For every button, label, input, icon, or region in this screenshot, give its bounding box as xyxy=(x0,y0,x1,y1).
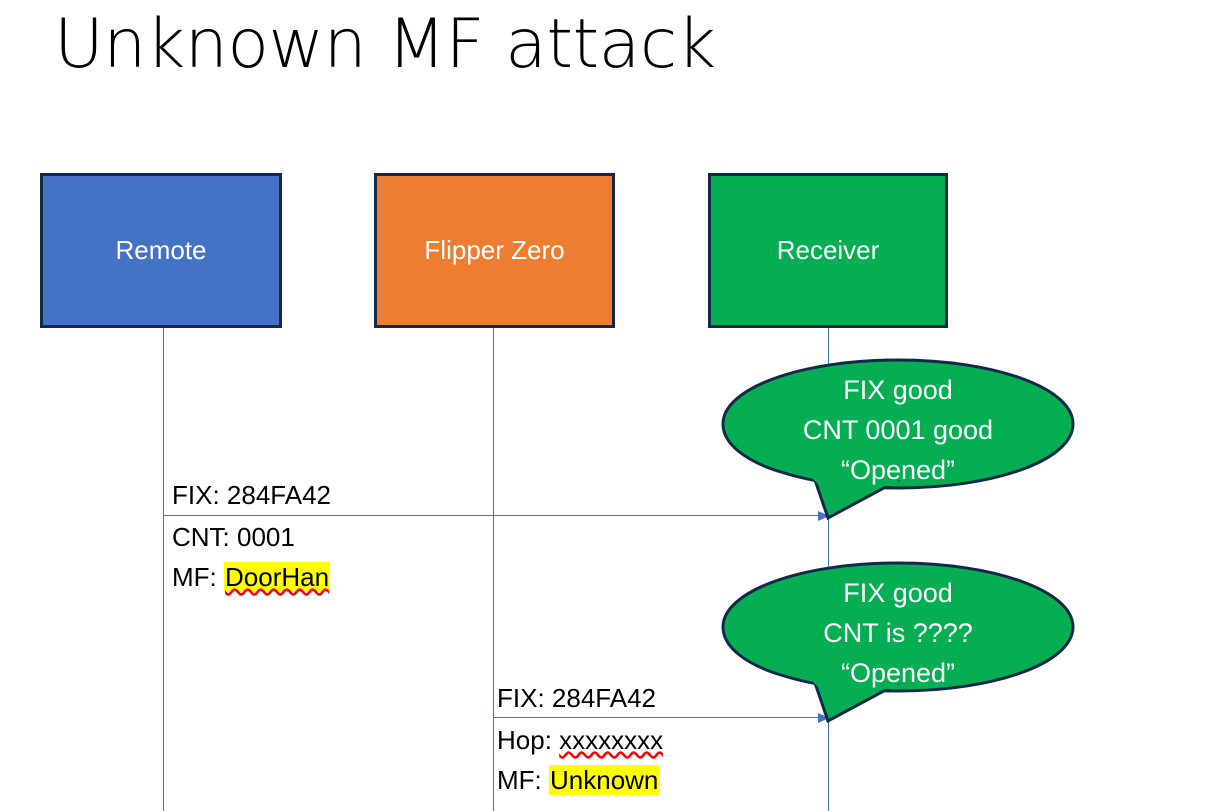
callout-bubble-2[interactable]: FIX good CNT is ???? “Opened” xyxy=(720,561,1076,724)
message-2-fix: FIX: 284FA42 xyxy=(497,683,656,713)
arrow-shaft xyxy=(164,515,819,516)
message-1-mf-value: DoorHan xyxy=(224,562,331,592)
message-2-mf-prefix: MF: xyxy=(497,765,549,795)
message-1-line-1: FIX: 284FA42 xyxy=(172,475,331,515)
actor-box-remote[interactable]: Remote xyxy=(40,173,282,328)
callout-shape-1 xyxy=(721,358,1075,521)
actor-label-remote: Remote xyxy=(115,234,207,265)
message-2-line-1: FIX: 284FA42 xyxy=(497,678,656,718)
lifeline-remote xyxy=(163,328,164,811)
actor-label-flipper: Flipper Zero xyxy=(424,234,565,265)
message-2-hop-prefix: Hop: xyxy=(497,725,560,755)
arrow-head-icon xyxy=(818,511,829,521)
message-1-mf: MF: DoorHan xyxy=(172,557,331,597)
actor-box-flipper[interactable]: Flipper Zero xyxy=(374,173,615,328)
lifeline-flipper xyxy=(493,328,494,811)
callout-bubble-1[interactable]: FIX good CNT 0001 good “Opened” xyxy=(720,358,1076,521)
message-2-hop-value: xxxxxxxx xyxy=(559,725,664,755)
message-2-hop: Hop: xxxxxxxx xyxy=(497,720,663,760)
message-2-mf-value: Unknown xyxy=(549,765,660,795)
message-2-mf: MF: Unknown xyxy=(497,760,663,800)
message-1-body: CNT: 0001 MF: DoorHan xyxy=(172,517,331,597)
message-1-mf-prefix: MF: xyxy=(172,562,224,592)
page-title: Unknown MF attack xyxy=(54,5,716,84)
actor-label-receiver: Receiver xyxy=(776,234,880,265)
arrow-shaft xyxy=(494,717,819,718)
message-2-body: Hop: xxxxxxxx MF: Unknown xyxy=(497,720,663,800)
message-arrow-flipper-to-receiver xyxy=(494,712,829,724)
actor-box-receiver[interactable]: Receiver xyxy=(708,173,948,328)
arrow-head-icon xyxy=(818,713,829,723)
message-1-fix: FIX: 284FA42 xyxy=(172,480,331,510)
callout-shape-2 xyxy=(721,561,1075,724)
message-arrow-remote-to-receiver xyxy=(164,510,829,522)
message-1-cnt: CNT: 0001 xyxy=(172,522,295,552)
